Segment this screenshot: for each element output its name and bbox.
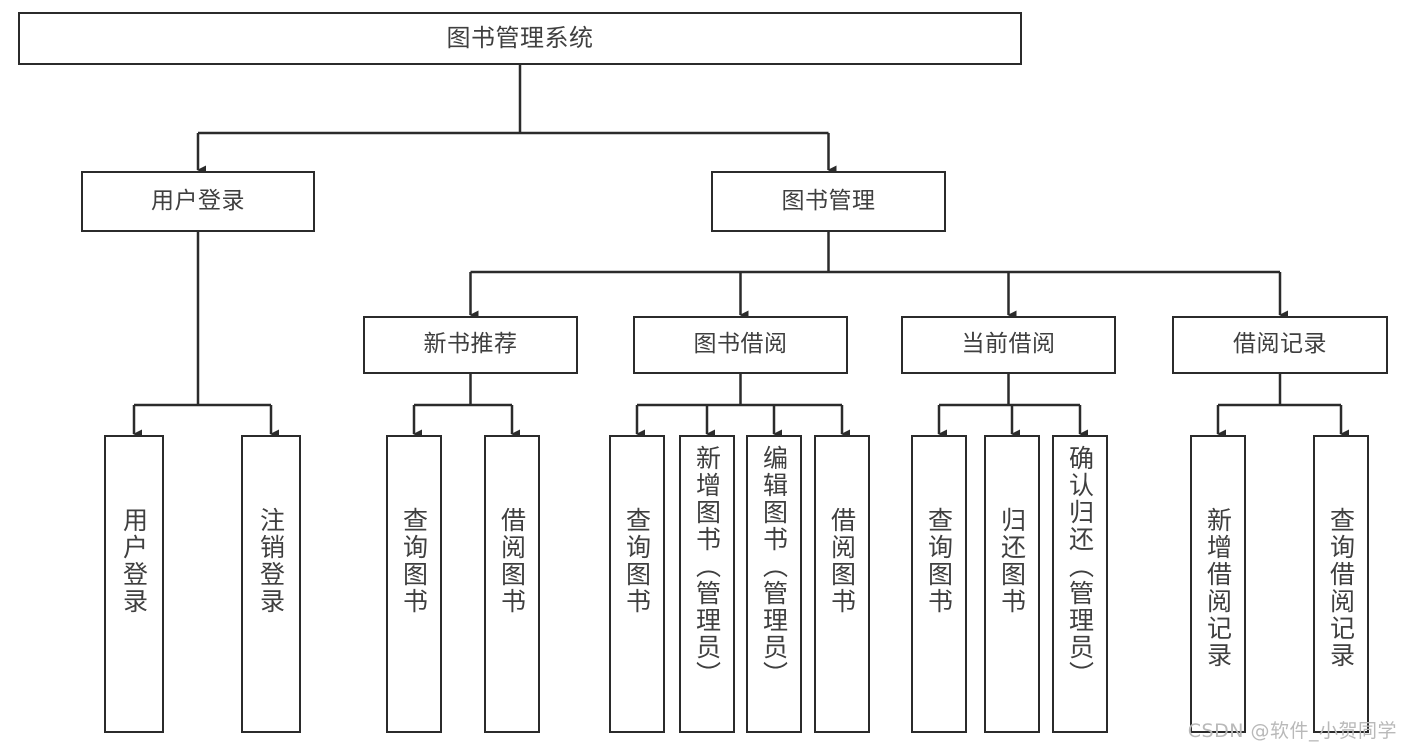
node-leaf-3[interactable]: 借阅图书 [484, 435, 540, 733]
node-label: 编辑图书（管理员） [759, 445, 789, 688]
node-label: 借阅图书 [827, 507, 857, 615]
node-label: 图书管理 [781, 187, 876, 214]
node-leaf-10[interactable]: 确认归还（管理员） [1052, 435, 1108, 733]
node-root[interactable]: 图书管理系统 [18, 12, 1022, 65]
node-label: 新书推荐 [423, 331, 518, 358]
node-level3-2[interactable]: 当前借阅 [901, 316, 1116, 374]
node-level2-1[interactable]: 图书管理 [711, 171, 946, 232]
node-level3-0[interactable]: 新书推荐 [363, 316, 578, 374]
node-label: 注销登录 [256, 507, 286, 615]
node-label: 用户登录 [119, 507, 149, 615]
node-label: 查询图书 [622, 507, 652, 615]
node-label: 借阅记录 [1233, 331, 1327, 358]
node-leaf-1[interactable]: 注销登录 [241, 435, 301, 733]
node-leaf-8[interactable]: 查询图书 [911, 435, 967, 733]
node-label: 查询图书 [399, 507, 429, 615]
node-label: 当前借阅 [961, 331, 1056, 358]
node-leaf-6[interactable]: 编辑图书（管理员） [746, 435, 802, 733]
csdn-watermark: CSDN @软件_小贺同学 [1187, 720, 1397, 742]
node-leaf-7[interactable]: 借阅图书 [814, 435, 870, 733]
node-leaf-9[interactable]: 归还图书 [984, 435, 1040, 733]
node-leaf-12[interactable]: 查询借阅记录 [1313, 435, 1369, 733]
node-leaf-0[interactable]: 用户登录 [104, 435, 164, 733]
node-label: 图书借阅 [693, 331, 788, 358]
node-label: 用户登录 [151, 187, 245, 214]
node-leaf-4[interactable]: 查询图书 [609, 435, 665, 733]
node-label: 确认归还（管理员） [1065, 445, 1095, 688]
node-level2-0[interactable]: 用户登录 [81, 171, 315, 232]
node-label: 新增借阅记录 [1203, 507, 1233, 669]
node-label: 查询图书 [924, 507, 954, 615]
node-leaf-2[interactable]: 查询图书 [386, 435, 442, 733]
node-label: 新增图书（管理员） [692, 445, 722, 688]
node-leaf-11[interactable]: 新增借阅记录 [1190, 435, 1246, 733]
node-label: 图书管理系统 [446, 24, 594, 53]
node-label: 归还图书 [997, 507, 1027, 615]
node-level3-3[interactable]: 借阅记录 [1172, 316, 1388, 374]
node-leaf-5[interactable]: 新增图书（管理员） [679, 435, 735, 733]
node-level3-1[interactable]: 图书借阅 [633, 316, 848, 374]
node-label: 查询借阅记录 [1326, 507, 1356, 669]
node-label: 借阅图书 [497, 507, 527, 615]
